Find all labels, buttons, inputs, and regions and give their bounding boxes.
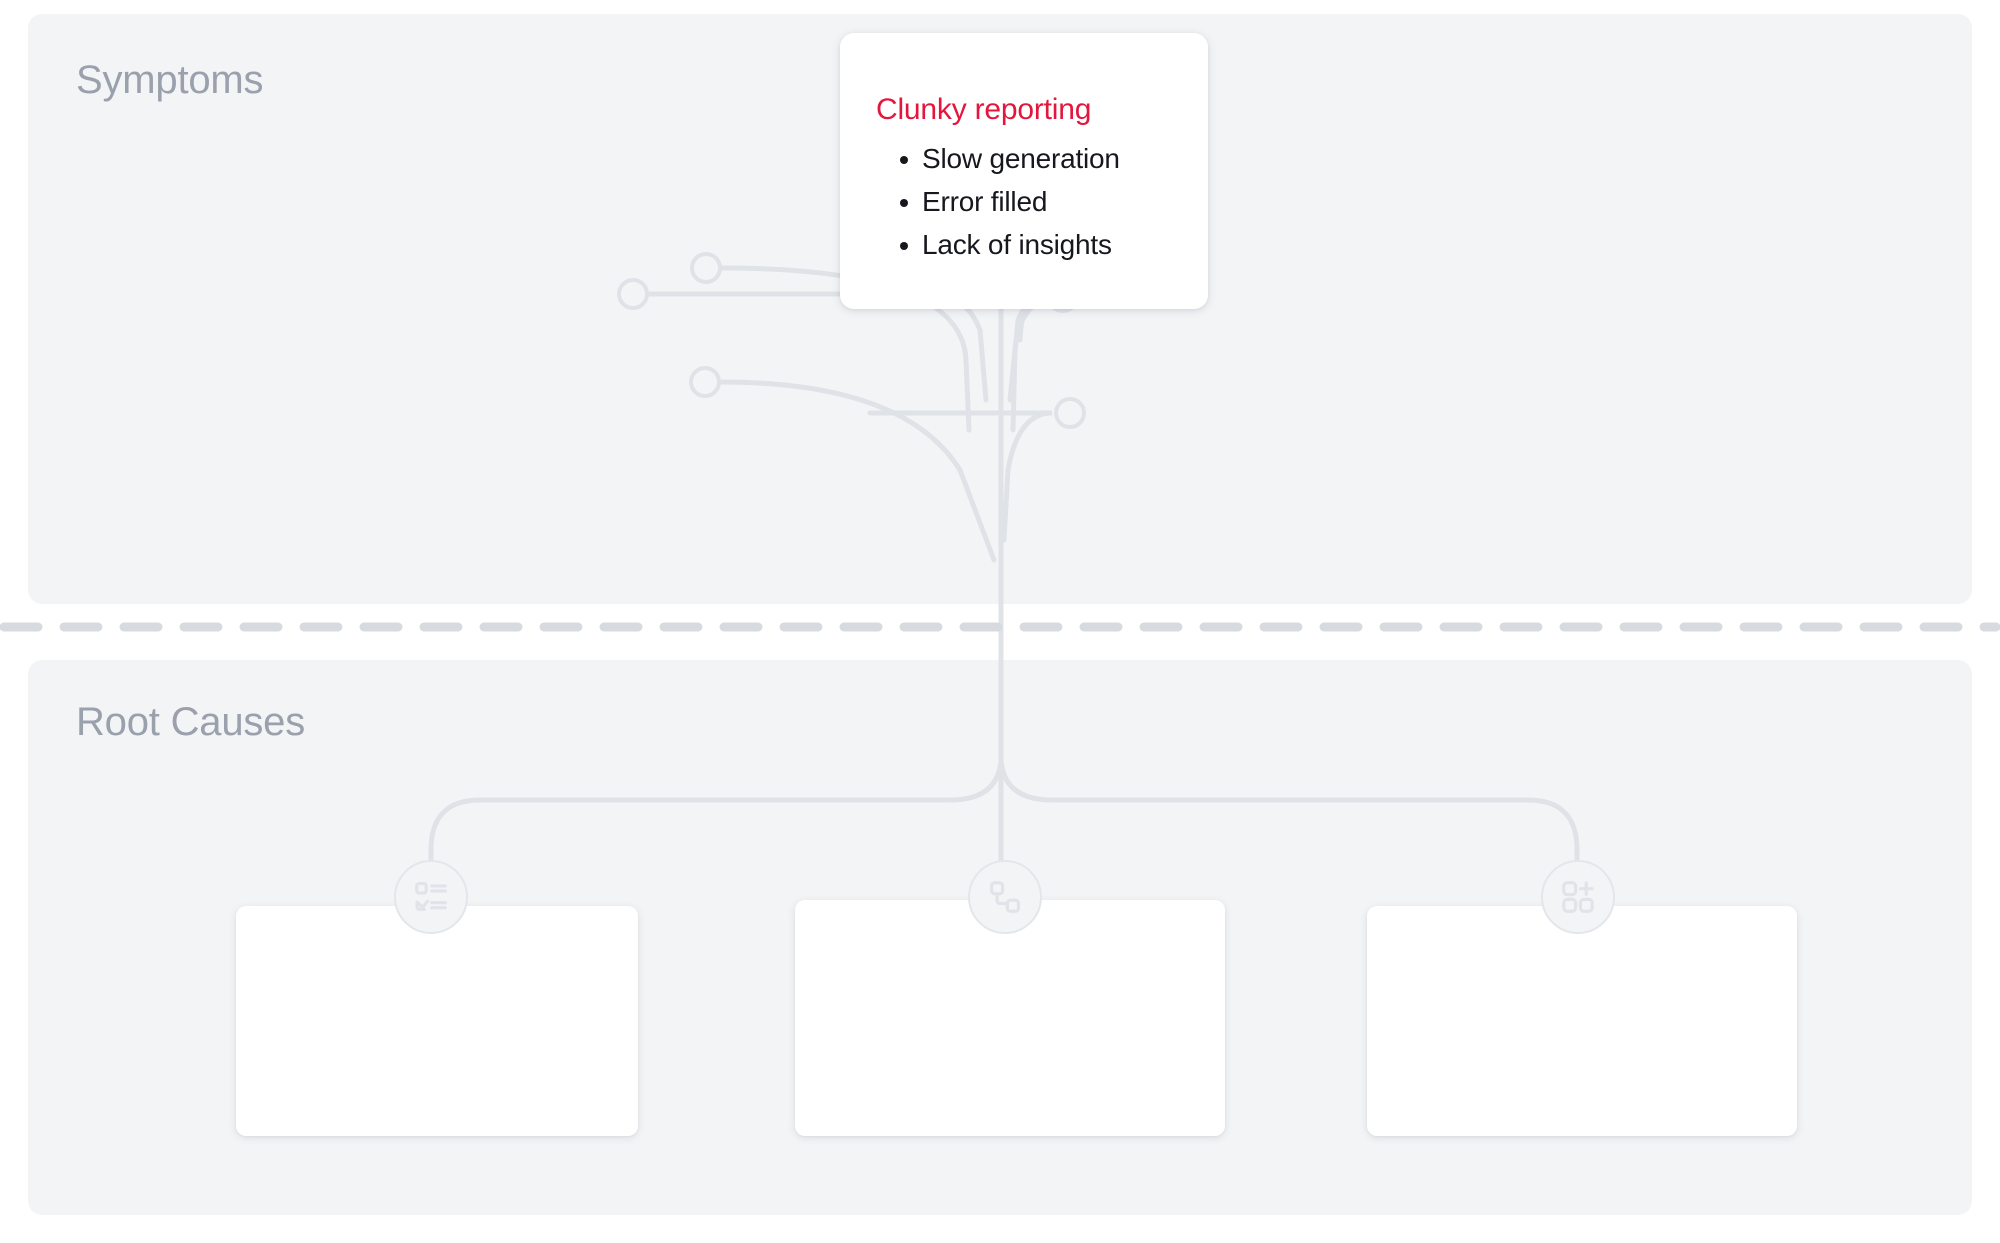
- root-cause-card-2[interactable]: [795, 900, 1225, 1136]
- symptom-bullet-item: Error filled: [900, 180, 1172, 223]
- symptom-bullet-item: Slow generation: [900, 137, 1172, 180]
- section-divider: [0, 622, 2000, 632]
- symptoms-section-title: Symptoms: [76, 58, 264, 102]
- symptom-bullet-item: Lack of insights: [900, 223, 1172, 266]
- symptom-card-title: Clunky reporting: [876, 93, 1092, 126]
- root-cause-card-1[interactable]: [236, 906, 638, 1136]
- workflow-nodes-icon: [989, 881, 1021, 913]
- root-cause-card-3[interactable]: [1367, 906, 1797, 1136]
- root-cause-node-checklist[interactable]: [394, 860, 468, 934]
- checklist-icon: [415, 881, 447, 911]
- grid-plus-icon: [1562, 881, 1594, 913]
- root-cause-node-add-module[interactable]: [1541, 860, 1615, 934]
- root-causes-section-title: Root Causes: [76, 700, 306, 744]
- root-cause-node-workflow[interactable]: [968, 860, 1042, 934]
- symptom-card-bullet-list: Slow generation Error filled Lack of ins…: [876, 137, 1172, 266]
- symptom-card[interactable]: Clunky reporting Slow generation Error f…: [840, 33, 1208, 309]
